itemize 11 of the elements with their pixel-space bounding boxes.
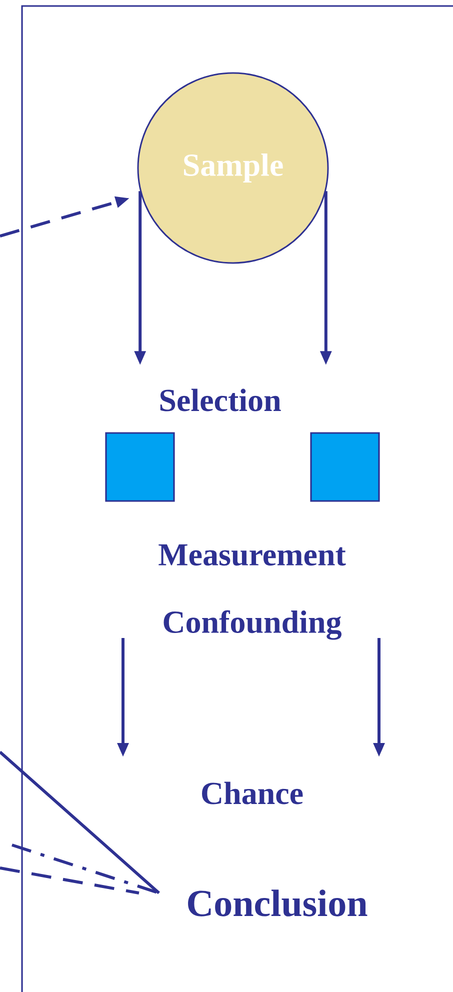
line [12, 844, 160, 894]
node-text: Conclusion [188, 890, 368, 916]
label: Chance [202, 782, 303, 804]
label: Measurement [158, 544, 346, 566]
label: Selection [160, 388, 281, 412]
square-box [105, 432, 175, 502]
line [0, 750, 160, 894]
square-box [310, 432, 380, 502]
circle-node: Sample [137, 72, 329, 264]
label: Confounding [164, 610, 342, 640]
line [0, 866, 140, 894]
